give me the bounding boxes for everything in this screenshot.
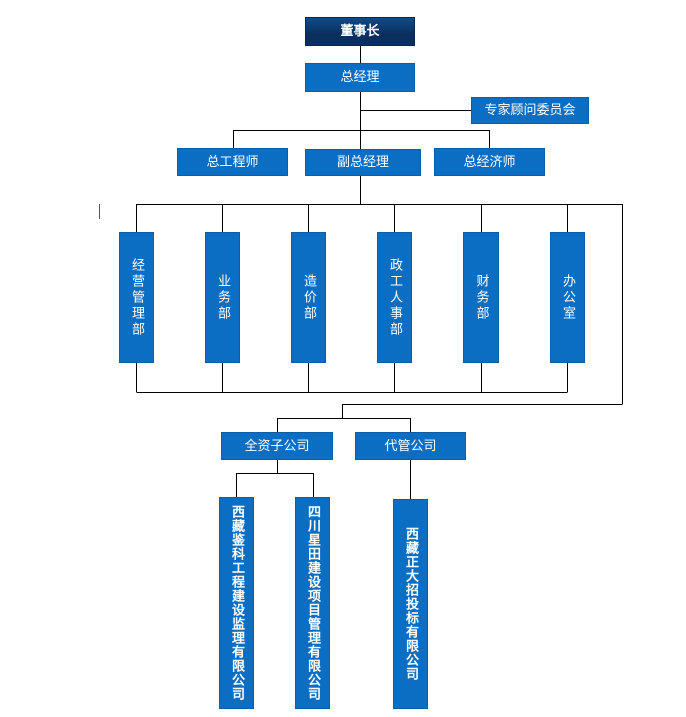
chief-economist-box: 总经济师 (434, 148, 545, 176)
department-finance: 财务部 (463, 232, 499, 363)
deputy-general-manager-box: 副总经理 (305, 149, 421, 176)
general-manager-box: 总经理 (305, 63, 415, 92)
advisory-committee-box: 专家顾问委员会 (471, 97, 589, 124)
department-operations: 业务部 (205, 232, 240, 363)
department-hr: 政工人事部 (377, 232, 412, 363)
wholly-owned-subsidiaries-box: 全资子公司 (221, 432, 333, 460)
department-cost: 造价部 (291, 232, 326, 363)
managed-companies-box: 代管公司 (355, 432, 466, 460)
chairman-box: 董事长 (305, 17, 415, 46)
chief-engineer-box: 总工程师 (177, 148, 288, 176)
department-office: 办公室 (550, 232, 585, 363)
subsidiary-sichuan-xingtian: 四川星田建设项目管理有限公司 (295, 497, 330, 709)
subsidiary-tibet-jianke: 西藏鉴科工程建设监理有限公司 (219, 497, 254, 709)
department-business-management: 经营管理部 (119, 232, 154, 363)
subsidiary-tibet-zhengda: 西藏正大招投标有限公司 (393, 499, 428, 709)
text-cursor (99, 204, 100, 219)
